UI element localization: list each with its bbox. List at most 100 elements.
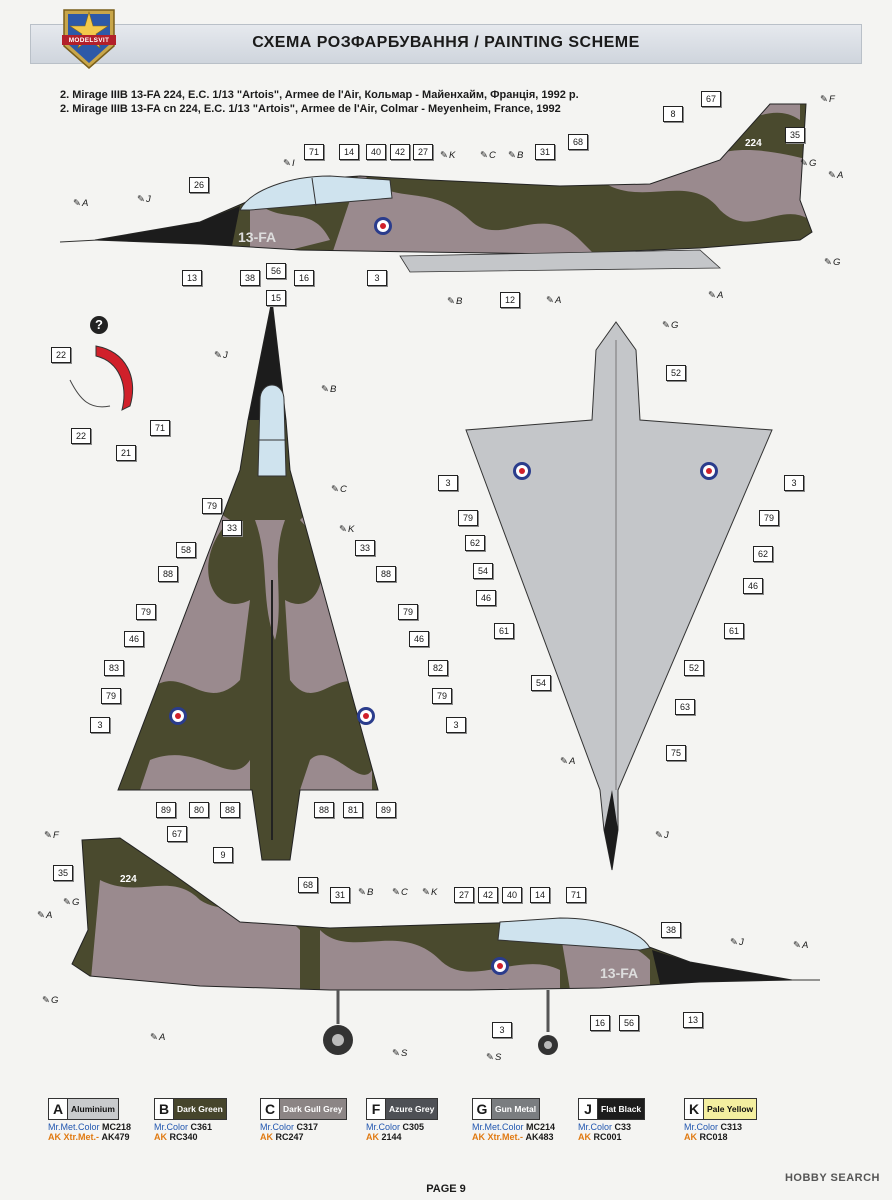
- paint-tag: A: [793, 940, 808, 951]
- ak-code: AK483: [525, 1132, 554, 1142]
- swatch-letter: F: [366, 1098, 386, 1120]
- callout-number: 16: [294, 270, 314, 286]
- ak-code: RC340: [169, 1132, 198, 1142]
- callout-number: 8: [663, 106, 683, 122]
- paint-tag: I: [283, 158, 295, 169]
- callout-number: 88: [220, 802, 240, 818]
- callout-number: 68: [298, 877, 318, 893]
- callout-number: 75: [666, 745, 686, 761]
- paint-tag: C: [392, 887, 408, 898]
- paint-tag: S: [392, 1048, 407, 1059]
- callout-number: 62: [465, 535, 485, 551]
- swatch-letter: G: [472, 1098, 492, 1120]
- callout-number: 62: [753, 546, 773, 562]
- callout-number: 79: [101, 688, 121, 704]
- callout-number: 71: [304, 144, 324, 160]
- paint-tag: B: [447, 296, 462, 307]
- callout-number: 38: [661, 922, 681, 938]
- ak-brand: AK: [684, 1132, 697, 1142]
- callout-number: 82: [428, 660, 448, 676]
- mr-code: MC214: [526, 1122, 556, 1132]
- callout-number: 12: [500, 292, 520, 308]
- callout-number: 46: [743, 578, 763, 594]
- mr-code: C305: [402, 1122, 425, 1132]
- callout-number: 33: [355, 540, 375, 556]
- paint-tag: A: [150, 1032, 165, 1043]
- callout-number: 67: [701, 91, 721, 107]
- callout-number: 52: [684, 660, 704, 676]
- mr-code: MC218: [102, 1122, 132, 1132]
- mr-brand: Mr.Color: [578, 1122, 613, 1132]
- callout-number: 33: [222, 520, 242, 536]
- swatch-name: Aluminium: [68, 1098, 119, 1120]
- swatch-letter: J: [578, 1098, 598, 1120]
- swatch-name: Dark Green: [174, 1098, 227, 1120]
- callout-number: 88: [158, 566, 178, 582]
- callout-number: 3: [367, 270, 387, 286]
- paint-tag: F: [44, 830, 59, 841]
- callout-number: 16: [590, 1015, 610, 1031]
- ak-code: RC018: [699, 1132, 728, 1142]
- callout-number: 56: [619, 1015, 639, 1031]
- side-view-left-facing: 13-FA 224: [59, 103, 813, 273]
- mr-code: C33: [614, 1122, 632, 1132]
- callout-number: 83: [104, 660, 124, 676]
- callout-number: 31: [535, 144, 555, 160]
- paint-tag: C: [331, 484, 347, 495]
- callout-number: 89: [376, 802, 396, 818]
- top-down-view: [117, 299, 379, 861]
- callout-number: 54: [531, 675, 551, 691]
- callout-number: 79: [432, 688, 452, 704]
- callout-number: 46: [124, 631, 144, 647]
- swatch-letter: B: [154, 1098, 174, 1120]
- page-title: СХЕМА РОЗФАРБУВАННЯ / PAINTING SCHEME: [252, 34, 640, 51]
- mr-brand: Mr.Met.Color: [48, 1122, 100, 1132]
- callout-number: 71: [566, 887, 586, 903]
- callout-number: 31: [330, 887, 350, 903]
- callout-number: 15: [266, 290, 286, 306]
- paint-tag: S: [486, 1052, 501, 1063]
- paint-tag: K: [422, 887, 437, 898]
- side-view-right-facing: 13-FA 224: [71, 837, 820, 1055]
- callout-number: 42: [390, 144, 410, 160]
- paint-tag: K: [440, 150, 455, 161]
- ak-brand: AK Xtr.Met.-: [472, 1132, 524, 1142]
- caption-english: 2. Mirage IIIB 13-FA cn 224, E.C. 1/13 "…: [60, 103, 561, 115]
- side2-code-marking: 13-FA: [600, 965, 638, 981]
- callout-number: 52: [666, 365, 686, 381]
- callout-number: 27: [413, 144, 433, 160]
- mr-code: C313: [720, 1122, 743, 1132]
- page-header: СХЕМА РОЗФАРБУВАННЯ / PAINTING SCHEME: [30, 24, 862, 64]
- callout-number: 3: [446, 717, 466, 733]
- callout-number: 35: [785, 127, 805, 143]
- ak-brand: AK: [366, 1132, 379, 1142]
- callout-number: 89: [156, 802, 176, 818]
- paint-tag: J: [214, 350, 228, 361]
- callout-number: 13: [683, 1012, 703, 1028]
- paint-tag: G: [63, 897, 79, 908]
- swatch-name: Dark Gull Grey: [280, 1098, 347, 1120]
- caption-ukrainian: 2. Mirage IIIB 13-FA 224, E.C. 1/13 "Art…: [60, 89, 579, 101]
- mr-brand: Mr.Color: [154, 1122, 189, 1132]
- callout-number: 9: [213, 847, 233, 863]
- paint-tag: B: [321, 384, 336, 395]
- paint-tag: B: [358, 887, 373, 898]
- callout-number: 14: [339, 144, 359, 160]
- callout-number: 63: [675, 699, 695, 715]
- callout-number: 3: [90, 717, 110, 733]
- paint-tag: C: [480, 150, 496, 161]
- paint-tag: A: [546, 295, 561, 306]
- swatch-letter: C: [260, 1098, 280, 1120]
- ak-brand: AK: [260, 1132, 273, 1142]
- logo-text: MODELSVIT: [68, 37, 110, 44]
- ak-brand: AK Xtr.Met.-: [48, 1132, 100, 1142]
- callout-number: 46: [409, 631, 429, 647]
- swatch-letter: A: [48, 1098, 68, 1120]
- paint-tag: G: [662, 320, 678, 331]
- callout-number: 22: [71, 428, 91, 444]
- mr-brand: Mr.Color: [366, 1122, 401, 1132]
- paint-tag: A: [828, 170, 843, 181]
- ejection-handle-detail: [69, 345, 134, 411]
